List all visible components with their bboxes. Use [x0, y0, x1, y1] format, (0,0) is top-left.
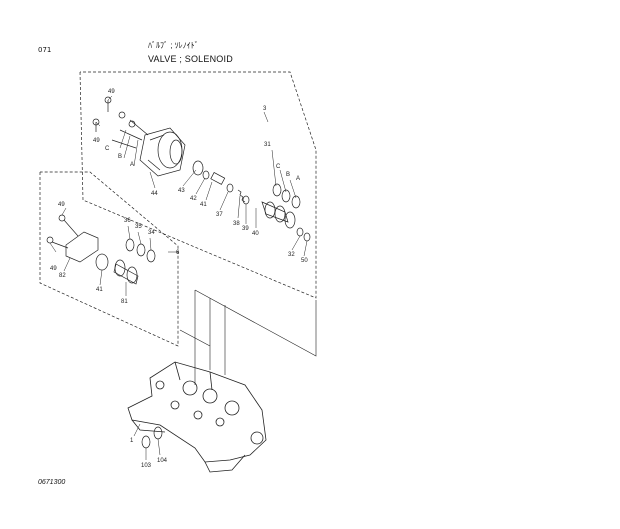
page-code: 071 — [38, 46, 52, 54]
callout-C: C — [105, 146, 110, 152]
seal-and-spring-chain — [192, 160, 250, 205]
callout-3: 3 — [263, 106, 267, 112]
callout-41: 41 — [96, 287, 103, 293]
callout-41: 41 — [200, 202, 207, 208]
title-english: VALVE ; SOLENOID — [148, 54, 233, 64]
callout-103: 103 — [141, 463, 152, 469]
callout-A: A — [296, 176, 300, 182]
assembly-6-boundary — [39, 171, 179, 347]
spool-31 — [261, 183, 311, 242]
cover-plate-82 — [46, 214, 99, 263]
spool-81 — [95, 238, 156, 285]
title-japanese: ﾊﾞﾙﾌﾞ ; ｿﾚﾉｲﾄﾞ — [148, 41, 199, 50]
callout-35: 35 — [135, 224, 142, 230]
callout-31: 31 — [264, 142, 271, 148]
projection-lines — [179, 289, 317, 385]
callout-44: 44 — [151, 191, 158, 197]
callout-43: 43 — [178, 188, 185, 194]
drawing-number: 0671300 — [38, 479, 66, 486]
valve-body-1 — [127, 361, 267, 473]
solenoid-coil-assembly — [92, 96, 186, 177]
callout-34: 34 — [148, 230, 155, 236]
callout-B: B — [118, 154, 122, 160]
callout-40: 40 — [252, 231, 259, 237]
callout-1: 1 — [130, 438, 134, 444]
callout-39: 39 — [242, 226, 249, 232]
callout-37: 37 — [216, 212, 223, 218]
callout-6: 6 — [176, 250, 180, 256]
callout-38: 38 — [233, 221, 240, 227]
callout-49: 49 — [93, 138, 100, 144]
callout-82: 82 — [59, 273, 66, 279]
callout-81: 81 — [121, 299, 128, 305]
callout-C: C — [276, 164, 281, 170]
callout-A: A — [130, 162, 134, 168]
callout-104: 104 — [157, 458, 168, 464]
callout-32: 32 — [288, 252, 295, 258]
callout-labels: 3 6 49 49 49 49 C B A 44 43 42 41 37 38 … — [50, 89, 308, 469]
callout-50: 50 — [301, 258, 308, 264]
callout-36: 36 — [124, 218, 131, 224]
leader-lines — [49, 95, 308, 460]
assembly-3-boundary — [79, 71, 317, 299]
callout-49: 49 — [50, 266, 57, 272]
callout-49: 49 — [58, 202, 65, 208]
callout-49: 49 — [108, 89, 115, 95]
callout-B: B — [286, 172, 290, 178]
callout-42: 42 — [190, 196, 197, 202]
